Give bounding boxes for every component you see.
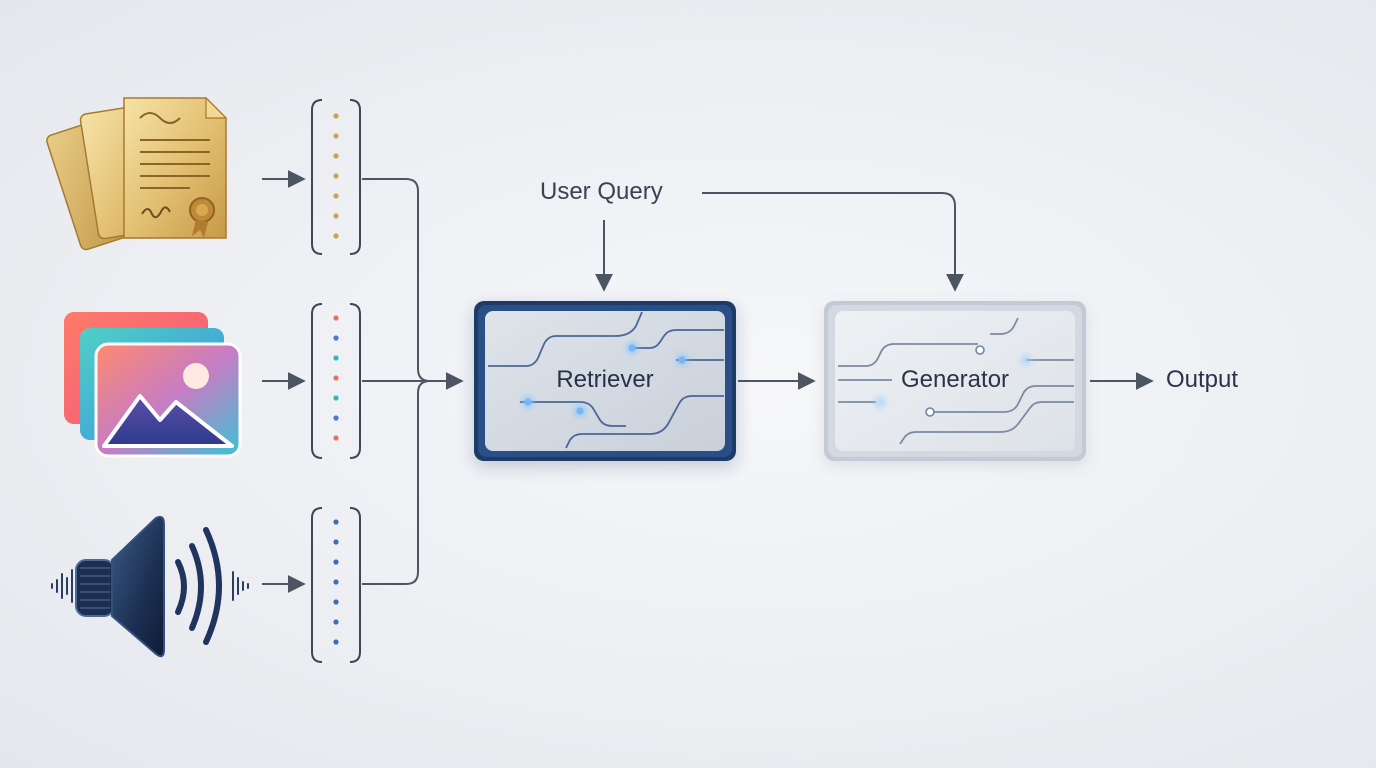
audio-speaker-icon [51,515,249,658]
query-to-generator-arrow [702,192,964,292]
query-arrows [595,192,964,292]
generator-label: Generator [900,366,1010,393]
user-query-label: User Query [540,178,663,205]
retriever-box [474,301,736,461]
merge-connectors [362,178,464,585]
generator-box [824,301,1086,461]
image-icon [64,312,242,458]
retriever-label: Retriever [556,366,654,393]
document-icon [46,96,228,251]
output-label: Output [1166,366,1239,393]
input-arrows [262,170,306,593]
embedding-vector-audio [311,507,361,663]
embedding-vector-image [311,303,361,459]
embedding-vector-document [311,99,361,255]
